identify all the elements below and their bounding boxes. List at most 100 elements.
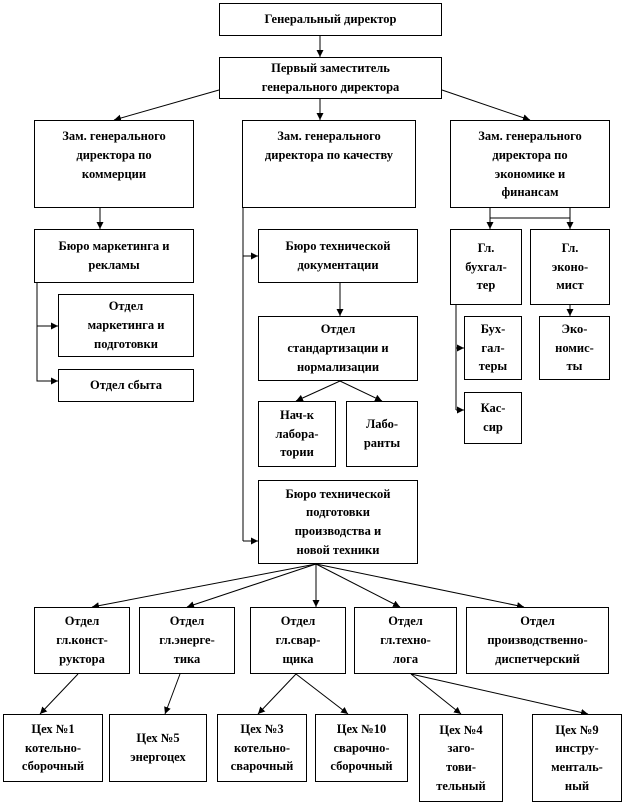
node-text-line: подготовки	[306, 505, 370, 520]
connector-marketing-dept-link	[36, 283, 58, 330]
node-text-line: Цех №5	[136, 731, 180, 746]
node-dept-energy: Отдел гл.энерге-тика	[139, 607, 235, 674]
connector-dept-technologist-link	[315, 563, 401, 608]
node-standard-dept: Отдел стандартизации и нормализации	[258, 316, 418, 381]
node-text-line: сборочный	[330, 759, 393, 774]
node-text-line: директора по качеству	[264, 147, 394, 162]
connector-dept-designer-link	[91, 563, 317, 610]
connector-sales-dept-link	[36, 326, 58, 385]
connector-shop-3-link	[257, 673, 297, 715]
node-text-line: Гл.	[477, 240, 495, 255]
node-text-line: гл.свар-	[275, 633, 321, 648]
node-dept-welder: Отдел гл.свар-щика	[250, 607, 346, 674]
node-text-line: менталь-	[551, 760, 603, 774]
node-shop-4: Цех №4 заго-тови-тельный	[419, 714, 503, 802]
node-text-line: ранты	[363, 436, 401, 450]
node-text-line: Зам. генерального	[478, 129, 582, 143]
connector-dept-energy-link	[186, 563, 317, 609]
node-text-line: производства и	[294, 524, 382, 538]
node-text-line: Бюро технической	[285, 239, 391, 254]
node-text-line: тории	[280, 445, 314, 460]
node-text-line: Бюро технической	[285, 486, 391, 501]
node-shop-10: Цех №10 сварочно-сборочный	[315, 714, 408, 782]
connector-dept-dispatch-link	[315, 563, 525, 610]
connector-shop-9-link	[410, 673, 589, 716]
connector-lab-staff-link	[339, 380, 383, 402]
node-text-line: директора по	[76, 147, 152, 162]
connector-shop-1-link	[39, 673, 79, 715]
node-text-line: лабора-	[275, 426, 319, 441]
node-text-line: Генеральный директор	[264, 12, 397, 27]
node-chief-economist: Гл.эконо-мист	[530, 229, 610, 305]
node-text-line: ты	[566, 359, 583, 374]
node-text-line: производственно-	[487, 633, 588, 648]
connector-shop-4-link	[410, 673, 462, 715]
node-text-line: диспетчерский	[495, 651, 580, 666]
node-cashier: Кас-сир	[464, 392, 522, 444]
node-text-line: эконо-	[551, 259, 589, 274]
node-text-line: тельный	[436, 778, 486, 793]
node-text-line: Цех №10	[336, 721, 387, 736]
node-text-line: мист	[556, 278, 584, 293]
node-text-line: тови-	[445, 760, 477, 774]
node-shop-9: Цех №9 инстру-менталь-ный	[532, 714, 622, 802]
node-text-line: Отдел	[108, 299, 144, 314]
node-text-line: сварочно-	[333, 740, 390, 755]
node-text-line: котельно-	[233, 740, 291, 755]
node-text-line: Первый заместитель	[271, 61, 390, 76]
node-text-line: Цех №3	[240, 721, 284, 736]
node-text-line: Цех №9	[555, 722, 599, 737]
node-economists: Эко-номис-ты	[539, 316, 610, 380]
node-text-line: щика	[282, 651, 314, 666]
node-text-line: тер	[476, 278, 496, 293]
node-text-line: Зам. генерального	[62, 129, 166, 143]
node-text-line: Отдел	[169, 614, 205, 629]
node-text-line: Отдел	[280, 614, 316, 629]
node-sales-dept: Отдел сбыта	[58, 369, 194, 402]
node-text-line: гл.конст-	[56, 633, 108, 648]
node-text-line: Эко-	[561, 321, 588, 336]
connector-commerce-link	[113, 89, 220, 122]
node-text-line: Бух-	[480, 321, 506, 336]
connector-shop-10-link	[295, 673, 349, 715]
node-first-deputy: Первый заместитель генерального директора	[219, 57, 442, 99]
node-text-line: гал-	[481, 340, 505, 355]
node-text-line: гл.энерге-	[159, 633, 215, 648]
node-text-line: нормализации	[296, 359, 380, 374]
connector-economics-link	[441, 89, 531, 122]
connector-lab-head-link	[295, 380, 341, 402]
node-text-line: Отдел сбыта	[90, 378, 162, 393]
node-text-line: рекламы	[88, 258, 140, 272]
node-ceo: Генеральный директор	[219, 3, 442, 36]
node-text-line: документации	[297, 258, 379, 272]
node-text-line: Кас-	[480, 401, 506, 416]
node-text-line: котельно-	[24, 740, 82, 755]
node-text-line: сир	[483, 420, 503, 434]
node-text-line: номис-	[555, 340, 594, 355]
node-text-line: директора по	[492, 147, 568, 162]
node-text-line: тика	[173, 651, 201, 666]
node-text-line: Лабо-	[365, 417, 399, 432]
node-text-line: Цех №4	[439, 722, 483, 737]
node-text-line: Бюро маркетинга и	[58, 239, 170, 254]
node-text-line: ный	[564, 778, 590, 793]
node-marketing-bureau: Бюро маркетинга и рекламы	[34, 229, 194, 283]
node-text-line: стандартизации и	[287, 341, 389, 356]
node-text-line: генерального директора	[261, 80, 400, 94]
connector-econ-bar	[489, 208, 571, 219]
node-text-line: лога	[392, 651, 419, 666]
node-text-line: Отдел	[320, 322, 356, 337]
node-tech-doc-bureau: Бюро технической документации	[258, 229, 418, 283]
connector-shop-5-link	[164, 673, 181, 715]
node-text-line: коммерции	[81, 166, 147, 181]
node-tech-prep-bureau: Бюро технической подготовки производства и…	[258, 480, 418, 564]
node-text-line: инстру-	[555, 741, 599, 756]
node-text-line: заго-	[447, 741, 475, 756]
